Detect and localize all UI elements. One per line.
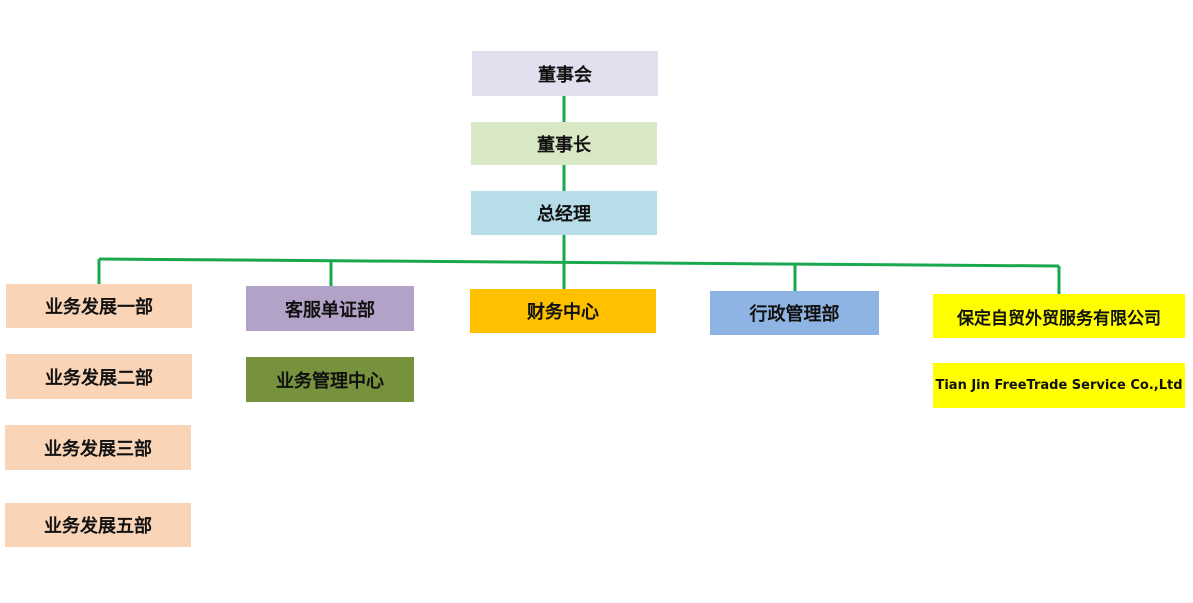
board-node: 董事会 [472,51,658,96]
admin-dept-node: 行政管理部 [710,291,879,335]
customer-service-node: 客服单证部 [246,286,414,331]
general-manager-node: 总经理 [471,191,657,235]
subsidiary-en-node: Tian Jin FreeTrade Service Co.,Ltd [933,363,1185,408]
chairman-node: 董事长 [471,122,657,165]
connector-horizontal-bus [98,257,1060,268]
subsidiary-cn-node: 保定自贸外贸服务有限公司 [933,294,1185,338]
business-dev-1-node: 业务发展一部 [6,284,192,328]
finance-center-node: 财务中心 [470,289,656,333]
business-mgmt-center-node: 业务管理中心 [246,357,414,402]
business-dev-5-node: 业务发展五部 [5,503,191,547]
business-dev-2-node: 业务发展二部 [6,354,192,399]
business-dev-3-node: 业务发展三部 [5,425,191,470]
